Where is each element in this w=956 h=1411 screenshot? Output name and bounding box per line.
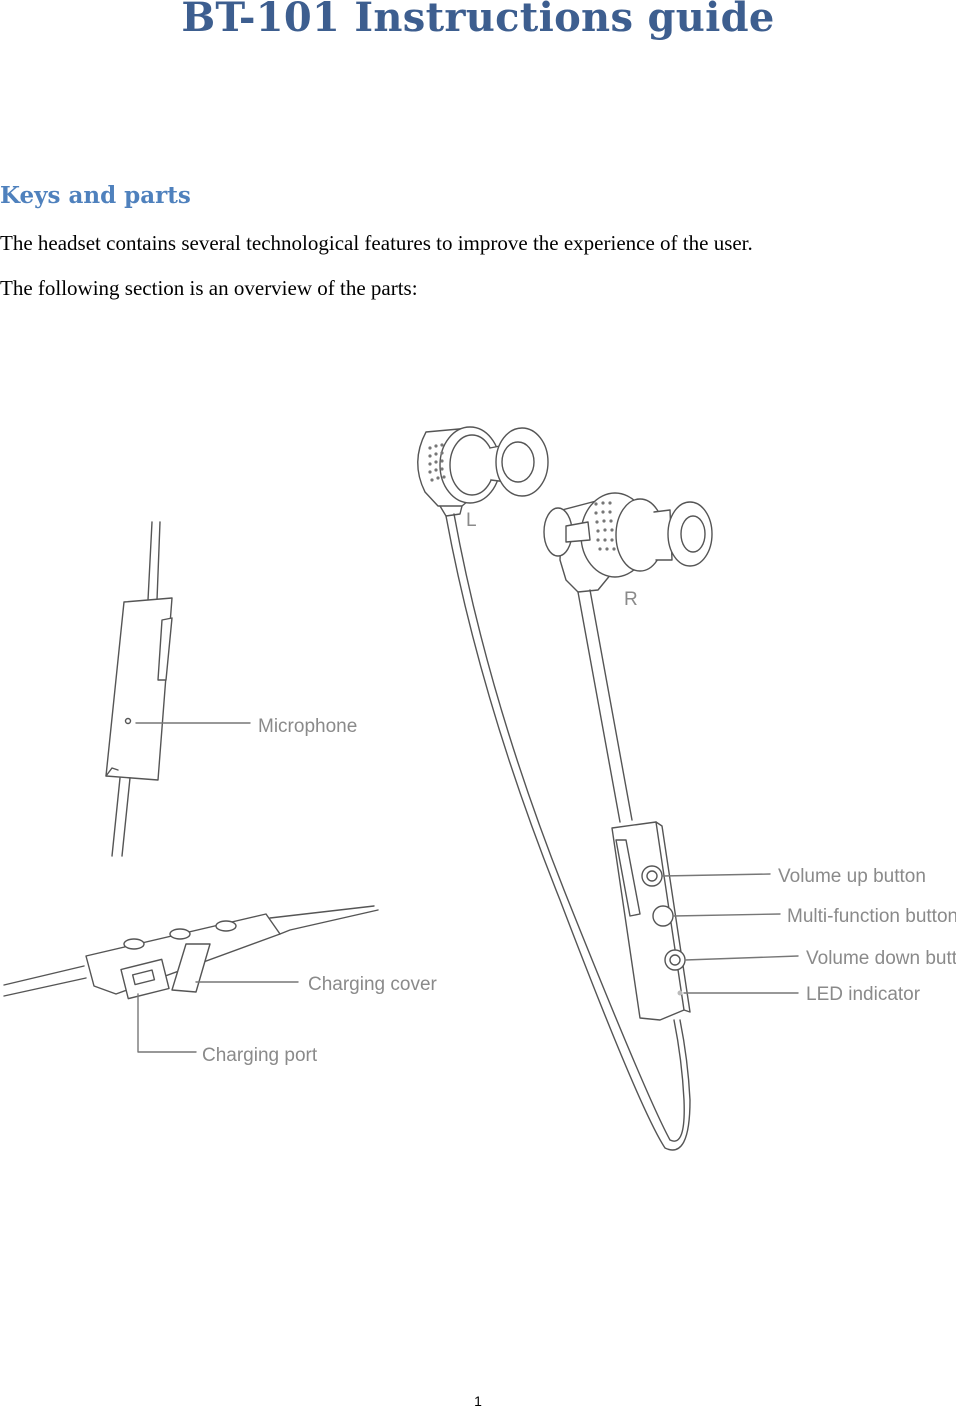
- microphone-unit: [105, 521, 173, 857]
- page-number: 1: [474, 1393, 482, 1409]
- volume-down-label: Volume down button: [806, 948, 956, 969]
- right-earbud-label: R: [624, 589, 638, 610]
- intro-paragraph: The headset contains several technologic…: [0, 231, 753, 255]
- overview-paragraph: The following section is an overview of …: [0, 276, 418, 300]
- volume-up-label: Volume up button: [778, 866, 926, 887]
- headset-parts-diagram: L R Microphone Charging cover Charging p…: [3, 426, 956, 1151]
- document-title: BT-101 Instructions guide: [181, 0, 775, 41]
- right-earbud: [543, 492, 713, 593]
- section-heading: Keys and parts: [0, 182, 191, 209]
- charging-unit: [3, 905, 379, 1000]
- led-indicator-label: LED indicator: [806, 984, 921, 1005]
- charging-port-label: Charging port: [202, 1045, 318, 1066]
- microphone-label: Microphone: [258, 716, 357, 737]
- charging-cover-label: Charging cover: [308, 974, 438, 995]
- left-earbud: [417, 426, 549, 517]
- multi-function-label: Multi-function button: [787, 906, 956, 927]
- inline-remote: [611, 821, 691, 1021]
- left-earbud-label: L: [466, 510, 477, 531]
